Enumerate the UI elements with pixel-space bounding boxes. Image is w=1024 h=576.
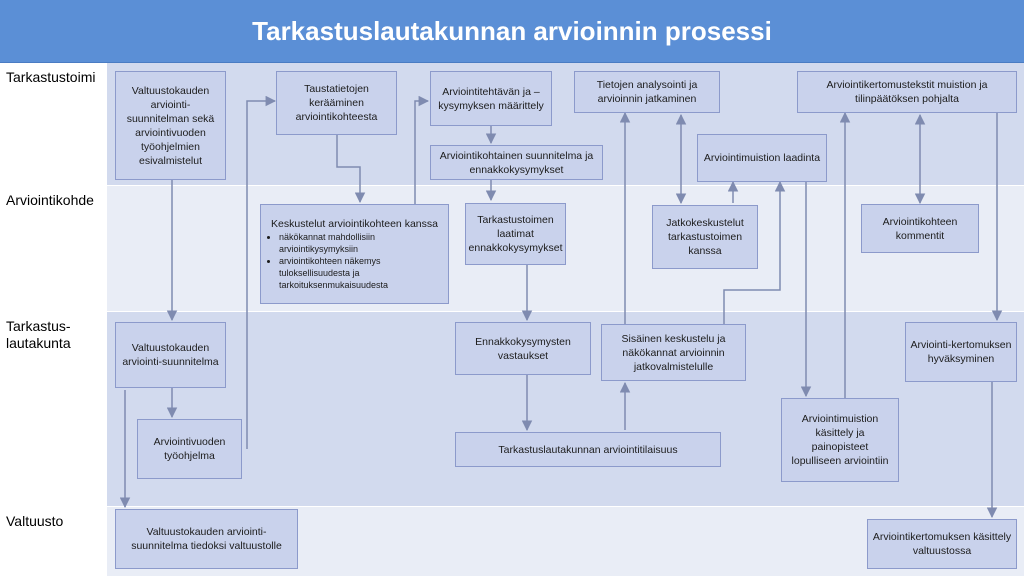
lane-title: Tarkastustoimi <box>6 69 96 85</box>
box-label: Arviointikertomustekstit muistion ja til… <box>826 79 988 105</box>
box-label: Tarkastuslautakunnan arviointitilaisuus <box>498 443 678 456</box>
lane-title: Valtuusto <box>6 513 64 529</box>
box-arviointitehtavan-maarittely: Arviointitehtävän ja –kysymyksen määritt… <box>430 71 552 126</box>
lane-label: Tarkastustoimi <box>0 63 106 185</box>
box-label: Arviointivuoden työohjelma <box>153 436 226 462</box>
lane-title: Tarkastus- lautakunta <box>6 318 71 351</box>
box-label: Tietojen analysointi ja arvioinnin jatka… <box>596 79 698 105</box>
box-label: Keskustelut arviointikohteen kanssa <box>271 218 438 230</box>
arrow <box>414 95 430 204</box>
box-arviointimuistion-kasittely: Arviointimuistion käsittely ja painopist… <box>781 398 899 482</box>
lane-label: Arviointikohde <box>0 186 106 311</box>
box-keskustelut: Keskustelut arviointikohteen kanssa näkö… <box>260 204 449 304</box>
box-arviointitilaisuus: Tarkastuslautakunnan arviointitilaisuus <box>455 432 721 467</box>
box-label: Arviointitehtävän ja –kysymyksen määritt… <box>438 85 544 112</box>
box-arviointikertomustekstit: Arviointikertomustekstit muistion ja til… <box>797 71 1017 113</box>
title-bar <box>0 0 1024 63</box>
arrow <box>723 180 786 324</box>
box-label: Jatkokeskustelut tarkastustoimen kanssa <box>666 217 744 257</box>
lane-label: Tarkastus- lautakunta <box>0 312 106 506</box>
box-label: Arviointimuistion laadinta <box>703 152 821 164</box>
lane-title: Arviointikohde <box>6 192 94 208</box>
bullet-list: näkökannat mahdollisiin arviointikysymyk… <box>265 231 444 291</box>
box-tietojen-analysointi: Tietojen analysointi ja arvioinnin jatka… <box>574 71 720 113</box>
box-label: Valtuustokauden arviointi-suunnitelma ti… <box>131 526 282 552</box>
bullet-item: arviointikohteen näkemys tuloksellisuude… <box>279 255 444 291</box>
bullet-item: näkökannat mahdollisiin arviointikysymyk… <box>279 231 444 255</box>
page-title: Tarkastuslautakunnan arvioinnin prosessi <box>252 16 772 46</box>
box-label: Arviointikohteen kommentit <box>882 215 958 242</box>
arrow <box>336 135 366 204</box>
box-label: Arviointikohtainen suunnitelma ja ennakk… <box>439 149 594 176</box>
box-label: Arviointi-kertomuksen hyväksyminen <box>910 339 1012 365</box>
box-label: Tarkastustoimen laatimat ennakkokysymyks… <box>468 214 563 254</box>
box-taustatietojen-keraaminen: Taustatietojen kerääminen arviointikohte… <box>276 71 397 135</box>
box-label: Arviointimuistion käsittely ja painopist… <box>791 413 889 467</box>
box-label: Valtuustokauden arviointi-suunnitelma <box>122 342 219 368</box>
box-label: Valtuustokauden arviointi-suunnitelman s… <box>126 84 215 167</box>
box-arviointikohteen-kommentit: Arviointikohteen kommentit <box>861 204 979 253</box>
box-kasittely-valtuustossa: Arviointikertomuksen käsittely valtuusto… <box>867 519 1017 569</box>
box-ennakkokysymysten-vastaukset: Ennakkokysymysten vastaukset <box>455 322 591 375</box>
box-label: Taustatietojen kerääminen arviointikohte… <box>295 83 378 123</box>
arrow <box>246 95 277 449</box>
box-esivalmistelut: Valtuustokauden arviointi-suunnitelman s… <box>115 71 226 180</box>
box-tarkastustoimen-ennakkokysymykset: Tarkastustoimen laatimat ennakkokysymyks… <box>465 203 566 265</box>
box-arviointikertomuksen-hyvaksyminen: Arviointi-kertomuksen hyväksyminen <box>905 322 1017 382</box>
box-label: Sisäinen keskustelu ja näkökannat arvioi… <box>621 332 726 373</box>
box-valtuustokauden-arviointisuunnitelma: Valtuustokauden arviointi-suunnitelma <box>115 322 226 388</box>
box-tiedoksi-valtuustolle: Valtuustokauden arviointi-suunnitelma ti… <box>115 509 298 569</box>
box-arviointimuistion-laadinta: Arviointimuistion laadinta <box>697 134 827 182</box>
box-label: Ennakkokysymysten vastaukset <box>475 335 571 362</box>
lane-label: Valtuusto <box>0 507 106 576</box>
box-jatkokeskustelut: Jatkokeskustelut tarkastustoimen kanssa <box>652 205 758 269</box>
box-arviointikohtainen-suunnitelma: Arviointikohtainen suunnitelma ja ennakk… <box>430 145 603 180</box>
box-label: Arviointikertomuksen käsittely valtuusto… <box>872 531 1012 557</box>
box-sisainen-keskustelu: Sisäinen keskustelu ja näkökannat arvioi… <box>601 324 746 381</box>
box-arviointivuoden-tyoohjelma: Arviointivuoden työohjelma <box>137 419 242 479</box>
